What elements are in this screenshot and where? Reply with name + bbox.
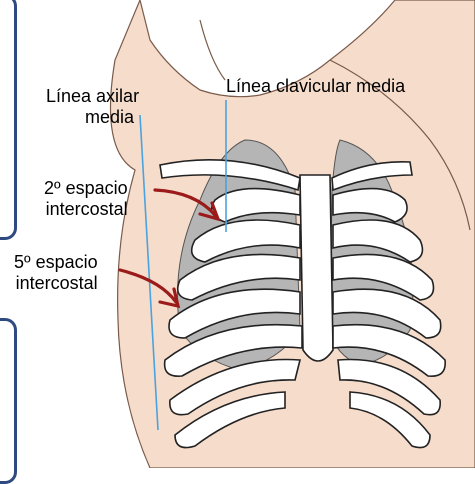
label-midclavicular-line: Línea clavicular media [226, 76, 405, 97]
sternum [300, 175, 333, 361]
label-midaxillary-line: Línea axilar media [46, 86, 139, 128]
label-midaxillary-line-1: Línea axilar [46, 86, 139, 107]
label-2nd-intercostal: 2º espacio intercostal [44, 178, 128, 220]
label-2nd-intercostal-1: 2º espacio [44, 178, 128, 199]
label-5th-intercostal-1: 5º espacio [14, 252, 98, 273]
thorax-illustration [0, 0, 475, 468]
label-2nd-intercostal-2: intercostal [44, 199, 128, 220]
neck-line [200, 20, 225, 80]
diagram-stage: Línea axilar media Línea clavicular medi… [0, 0, 475, 468]
label-midaxillary-line-2: media [46, 107, 139, 128]
label-5th-intercostal: 5º espacio intercostal [14, 252, 98, 294]
frame-bottom-left [0, 318, 17, 484]
frame-top-left [0, 0, 17, 240]
label-5th-intercostal-2: intercostal [14, 273, 98, 294]
